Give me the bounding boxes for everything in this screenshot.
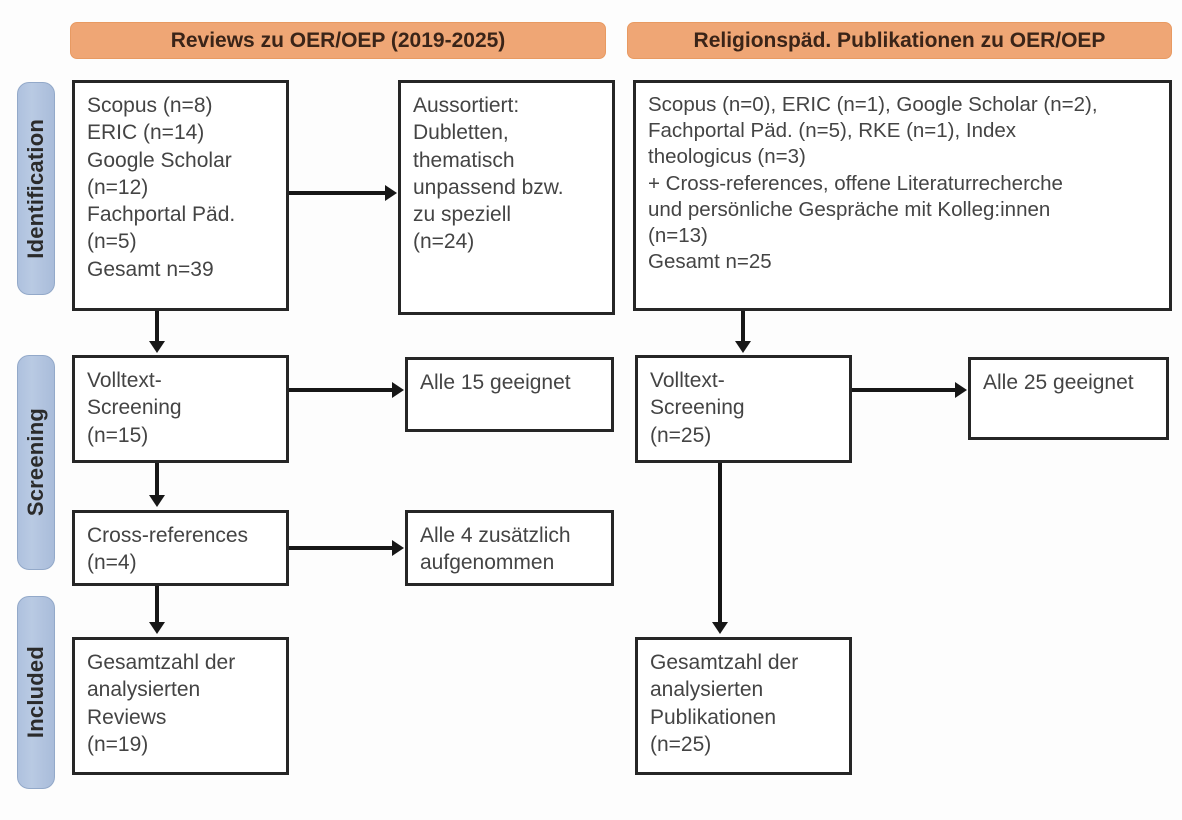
connector-right-screening-to-result — [852, 388, 955, 392]
arrowhead-right-id-to-screening — [735, 341, 751, 353]
box-left-included: Gesamtzahl der analysierten Reviews (n=1… — [72, 637, 289, 775]
box-line: (n=15) — [87, 423, 149, 447]
box-line: Publikationen — [650, 705, 777, 729]
box-line: zu speziell — [413, 203, 512, 227]
box-line: und persönliche Gespräche mit Kolleg:inn… — [648, 197, 1051, 221]
box-line: Volltext- — [87, 369, 162, 392]
box-line: (n=13) — [648, 224, 708, 248]
column-header-reviews: Reviews zu OER/OEP (2019-2025) — [70, 22, 606, 59]
box-line: (n=19) — [87, 732, 149, 756]
box-line: Dubletten, — [413, 121, 509, 145]
box-line: Fachportal Päd. — [87, 203, 236, 227]
box-right-screening: Volltext- Screening (n=25) — [635, 355, 852, 463]
stage-pill-included: Included — [17, 596, 55, 789]
box-line: Scopus (n=8) — [87, 94, 213, 117]
connector-left-crossrefs-to-included — [155, 586, 159, 624]
box-line: thematisch — [413, 148, 515, 172]
box-left-screening-result: Alle 15 geeignet — [405, 357, 614, 432]
box-line: Scopus (n=0), ERIC (n=1), Google Scholar… — [648, 93, 1098, 116]
connector-right-id-to-screening — [741, 311, 745, 343]
box-right-screening-result: Alle 25 geeignet — [968, 357, 1169, 440]
box-line: Fachportal Päd. (n=5), RKE (n=1), Index — [648, 119, 1017, 143]
box-line: Google Scholar — [87, 148, 232, 172]
column-header-publikationen: Religionspäd. Publikationen zu OER/OEP — [627, 22, 1172, 59]
box-line: Volltext- — [650, 369, 725, 392]
box-line: analysierten — [650, 678, 764, 702]
arrowhead-left-crossrefs-to-result — [392, 540, 404, 556]
stage-pill-screening: Screening — [17, 355, 55, 570]
box-line: (n=4) — [87, 551, 137, 575]
box-line: Alle 15 geeignet — [420, 371, 571, 394]
stage-label-screening: Screening — [23, 408, 48, 517]
box-line: unpassend bzw. — [413, 175, 564, 199]
box-line: Reviews — [87, 705, 167, 729]
stage-label-included: Included — [23, 646, 48, 739]
connector-left-crossrefs-to-result — [289, 546, 392, 550]
box-left-identification: Scopus (n=8) ERIC (n=14) Google Scholar … — [72, 80, 289, 311]
connector-left-screening-to-result — [289, 388, 392, 392]
box-line: Gesamtzahl der — [87, 651, 236, 674]
connector-left-id-to-excluded — [289, 191, 385, 195]
box-line: analysierten — [87, 678, 201, 702]
box-line: (n=12) — [87, 175, 149, 199]
box-line: Alle 25 geeignet — [983, 371, 1134, 394]
stage-pill-identification: Identification — [17, 82, 55, 295]
box-line: aufgenommen — [420, 551, 555, 575]
arrowhead-right-screening-to-included — [712, 622, 728, 634]
box-line: Gesamtzahl der — [650, 651, 799, 674]
arrowhead-left-screening-to-result — [392, 382, 404, 398]
connector-left-id-to-screening — [155, 311, 159, 343]
connector-right-screening-to-included — [718, 463, 722, 624]
box-right-identification: Scopus (n=0), ERIC (n=1), Google Scholar… — [633, 80, 1172, 311]
box-line: Screening — [650, 396, 745, 420]
box-right-included: Gesamtzahl der analysierten Publikatione… — [635, 637, 852, 775]
box-left-screening: Volltext- Screening (n=15) — [72, 355, 289, 463]
box-line: (n=24) — [413, 230, 475, 254]
box-left-crossrefs-result: Alle 4 zusätzlich aufgenommen — [405, 510, 614, 586]
stage-label-identification: Identification — [23, 118, 48, 259]
box-line: Cross-references — [87, 524, 249, 547]
box-line: ERIC (n=14) — [87, 121, 205, 145]
box-line: Gesamt n=39 — [87, 257, 214, 281]
box-left-excluded: Aussortiert: Dubletten, thematisch unpas… — [398, 80, 615, 315]
arrowhead-left-screening-to-crossrefs — [149, 495, 165, 507]
box-line: Alle 4 zusätzlich — [420, 524, 571, 547]
connector-left-screening-to-crossrefs — [155, 463, 159, 497]
arrowhead-left-crossrefs-to-included — [149, 622, 165, 634]
arrowhead-left-id-to-screening — [149, 341, 165, 353]
box-line: + Cross-references, offene Literaturrech… — [648, 171, 1063, 195]
box-line: Aussortiert: — [413, 94, 520, 117]
arrowhead-left-id-to-excluded — [385, 185, 397, 201]
box-line: (n=25) — [650, 423, 712, 447]
box-line: (n=5) — [87, 230, 137, 254]
box-line: (n=25) — [650, 732, 712, 756]
box-line: Gesamt n=25 — [648, 250, 772, 274]
box-line: theologicus (n=3) — [648, 145, 806, 169]
arrowhead-right-screening-to-result — [955, 382, 967, 398]
box-left-crossrefs: Cross-references (n=4) — [72, 510, 289, 586]
box-line: Screening — [87, 396, 182, 420]
